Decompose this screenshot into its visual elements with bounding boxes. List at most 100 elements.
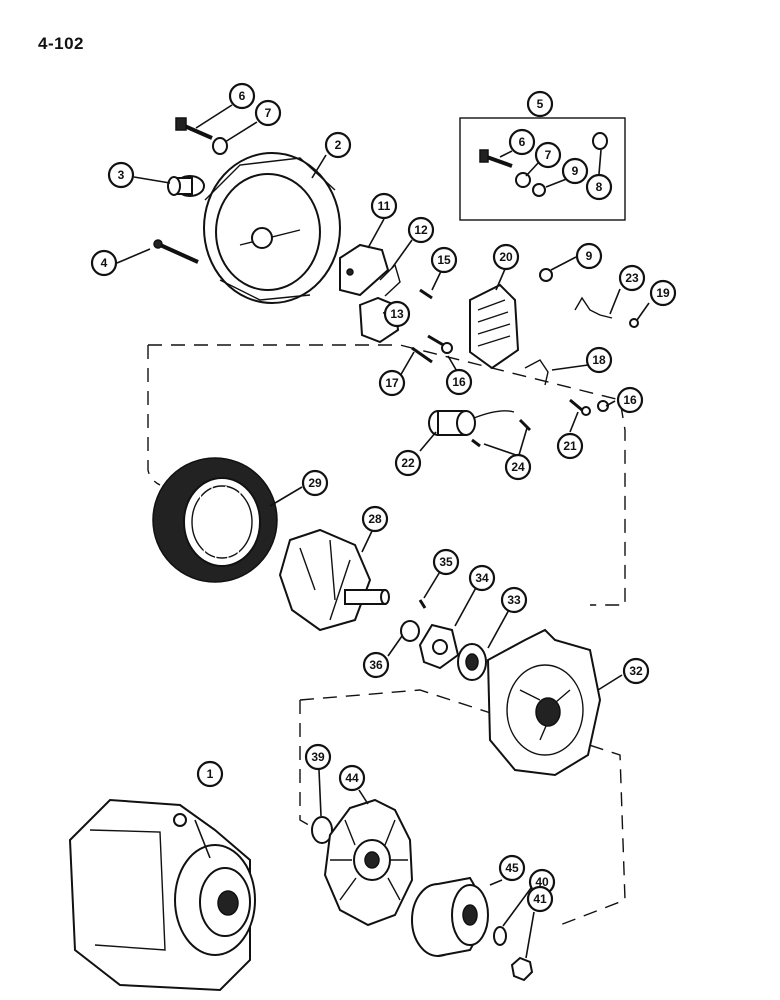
callout-label: 18 [592, 353, 606, 367]
diode-trio-lead [574, 296, 613, 319]
callout-9-right: 9 [575, 242, 603, 270]
callout-5: 5 [526, 90, 554, 118]
kit-contents [479, 132, 608, 197]
callout-7-top: 7 [254, 99, 282, 127]
callout-33: 33 [500, 586, 528, 614]
terminal-screw-top [175, 117, 228, 155]
callout-23: 23 [618, 264, 646, 292]
callout-16-right: 16 [616, 386, 644, 414]
callout-label: 24 [511, 460, 525, 474]
slip-ring-end-frame [203, 152, 341, 304]
callout-label: 39 [311, 750, 325, 764]
kit-box [459, 117, 626, 221]
callout-label: 11 [378, 199, 391, 213]
callout-12: 12 [407, 216, 435, 244]
bearing-set [400, 620, 487, 681]
callout-label: 44 [345, 771, 359, 785]
stator [152, 457, 278, 583]
callout-label: 3 [118, 168, 125, 182]
callout-label: 33 [507, 593, 521, 607]
callout-label: 4 [101, 256, 108, 270]
callout-4: 4 [90, 249, 118, 277]
through-bolt [153, 239, 199, 264]
fan [323, 798, 414, 927]
callout-20: 20 [492, 243, 520, 271]
callout-label: 41 [533, 892, 547, 906]
drive-end-frame [486, 628, 602, 777]
nut-19 [629, 318, 639, 328]
callout-41: 41 [526, 885, 554, 913]
callout-label: 6 [239, 89, 246, 103]
callout-label: 20 [499, 250, 513, 264]
callout-label: 7 [545, 148, 552, 162]
callout-1: 1 [196, 760, 224, 788]
callout-label: 15 [437, 253, 451, 267]
callout-label: 16 [452, 375, 466, 389]
callout-39: 39 [304, 743, 332, 771]
callout-35: 35 [432, 548, 460, 576]
callout-label: 40 [535, 875, 549, 889]
callout-32: 32 [622, 657, 650, 685]
callout-label: 19 [656, 286, 670, 300]
callout-8: 8 [585, 173, 613, 201]
callout-2: 2 [324, 131, 352, 159]
callout-19: 19 [649, 279, 677, 307]
callout-label: 29 [308, 476, 322, 490]
callout-22: 22 [394, 449, 422, 477]
callout-9-kit: 9 [561, 157, 589, 185]
callout-36: 36 [362, 651, 390, 679]
callout-13: 13 [383, 300, 411, 328]
rectifier-bridge [469, 283, 520, 370]
callout-6-top: 6 [228, 82, 256, 110]
callout-label: 21 [563, 439, 577, 453]
rectifier-screws [569, 398, 609, 416]
page-number: 4-102 [38, 34, 84, 53]
regulator-screws [411, 288, 453, 364]
callout-17: 17 [378, 369, 406, 397]
callout-label: 9 [586, 249, 593, 263]
callout-29: 29 [301, 469, 329, 497]
callout-label: 7 [265, 106, 272, 120]
callout-21: 21 [556, 432, 584, 460]
lock-washer [493, 926, 507, 946]
callout-16-left: 16 [445, 368, 473, 396]
callout-6-kit: 6 [508, 128, 536, 156]
callout-label: 35 [439, 555, 453, 569]
callout-label: 9 [572, 164, 579, 178]
callout-3: 3 [107, 161, 135, 189]
callout-label: 13 [390, 307, 404, 321]
callout-label: 2 [335, 138, 342, 152]
callout-label: 34 [475, 571, 489, 585]
capacitor [428, 410, 532, 448]
callout-label: 8 [596, 180, 603, 194]
callout-label: 28 [368, 512, 382, 526]
leader-lines [116, 104, 650, 959]
callout-15: 15 [430, 246, 458, 274]
pulley-nut [510, 956, 534, 982]
assembled-alternator [68, 798, 256, 992]
callout-label: 17 [385, 376, 399, 390]
callout-label: 36 [369, 658, 383, 672]
dashed-group-outline-rectifier [147, 344, 626, 606]
callout-label: 23 [625, 271, 639, 285]
callout-28: 28 [361, 505, 389, 533]
spacer-39 [311, 816, 333, 844]
pulley [411, 876, 489, 957]
callout-34: 34 [468, 564, 496, 592]
callout-label: 22 [401, 456, 415, 470]
bushing [167, 175, 205, 197]
callout-45: 45 [498, 854, 526, 882]
callout-44: 44 [338, 764, 366, 792]
callout-label: 6 [519, 135, 526, 149]
nut-right [539, 268, 553, 282]
regulator-assembly [339, 243, 401, 344]
callout-label: 45 [505, 861, 519, 875]
screw-35 [418, 599, 427, 609]
rotor [278, 528, 390, 632]
callout-18: 18 [585, 346, 613, 374]
callout-label: 32 [629, 664, 643, 678]
callout-7-kit: 7 [534, 141, 562, 169]
callout-label: 5 [537, 97, 544, 111]
